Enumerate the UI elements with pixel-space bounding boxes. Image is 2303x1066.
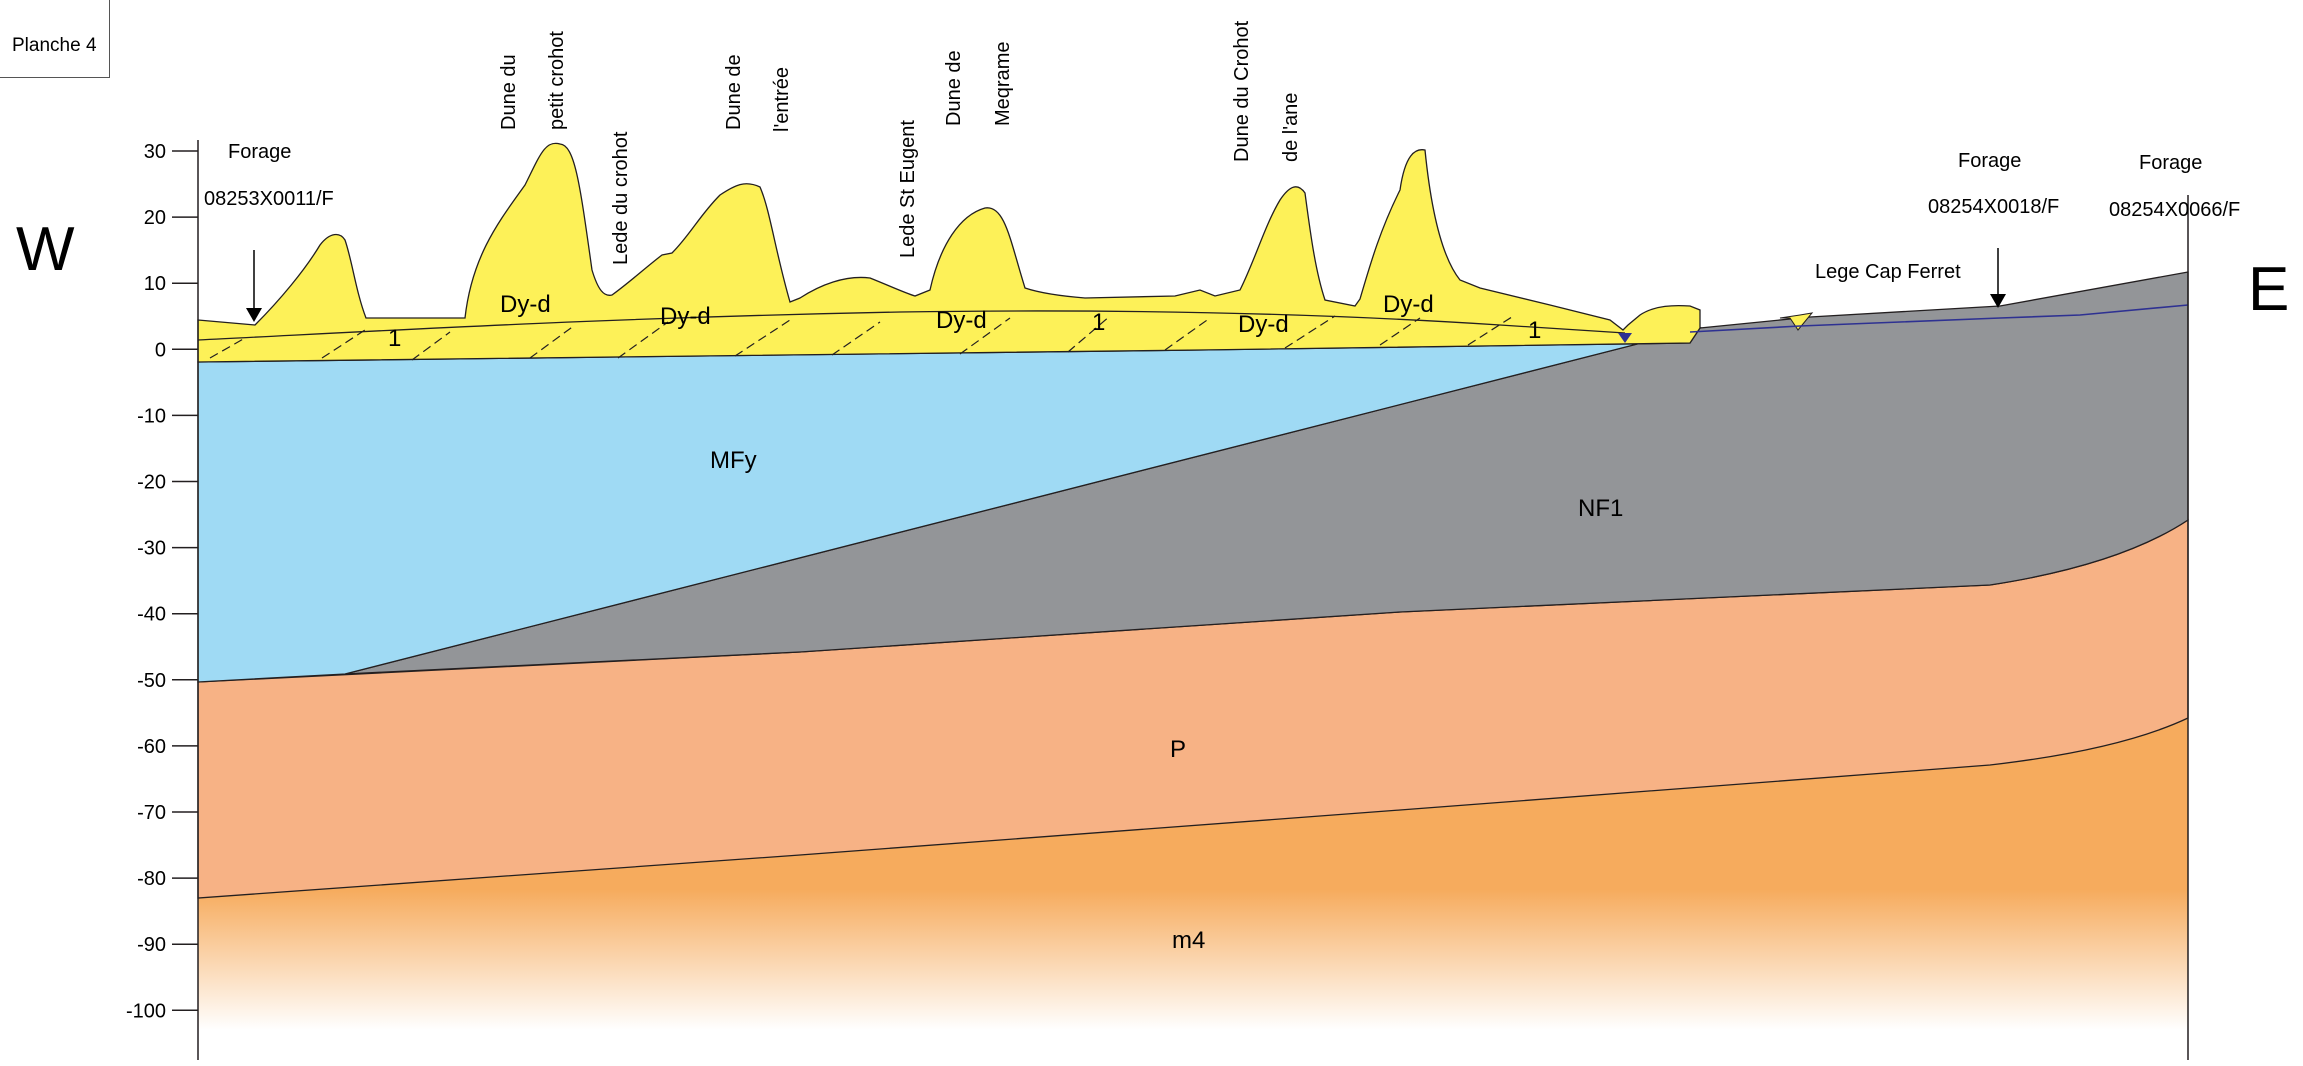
unit-label-nf1: NF1	[1578, 495, 1623, 522]
axis-tick-label: 10	[144, 273, 166, 295]
layer-dune	[197, 142, 1701, 363]
water-table-line	[1689, 304, 2189, 333]
borehole-1-label: Forage	[228, 141, 291, 163]
place-lede-du-crohot: Lede du crohot	[610, 131, 632, 265]
axis-tick-label: -70	[137, 802, 166, 824]
water-table-marker	[1618, 333, 1632, 343]
elevation-axis: 30 20 10 0 -10 -20 -30 -40 -50 -60 -70 -80 -90 -100	[126, 141, 198, 1022]
axis-tick-label: -30	[137, 538, 166, 560]
unit-label-dune-3: Dy-d	[936, 307, 987, 334]
unit-label-sub-1: 1	[388, 325, 401, 352]
borehole-1-id: 08253X0011/F	[204, 188, 334, 210]
unit-label-sub-3: 1	[1528, 317, 1541, 344]
layer-m4	[198, 718, 2188, 1030]
unit-label-dune-2: Dy-d	[660, 303, 711, 330]
borehole-3-label: Forage	[2139, 152, 2202, 174]
layer-dune-right	[1779, 312, 1814, 331]
axis-tick-label: 20	[144, 207, 166, 229]
borehole-3-id: 08254X0066/F	[2109, 199, 2240, 221]
axis-tick-label: -50	[137, 670, 166, 692]
sand-unit-boundary	[197, 310, 1626, 341]
plate-label: Planche 4	[12, 35, 97, 56]
axis-tick-label: -90	[137, 934, 166, 956]
borehole-1-arrow-icon	[246, 308, 262, 322]
place-dune-crohot-ane-2: de l'ane	[1280, 93, 1302, 162]
unit-label-dune-5: Dy-d	[1383, 291, 1434, 318]
place-dune-de-entree-2: l'entrée	[771, 67, 793, 132]
borehole-2-id: 08254X0018/F	[1928, 196, 2059, 218]
unit-label-sub-2: 1	[1092, 309, 1105, 336]
axis-tick-label: -20	[137, 472, 166, 494]
axis-tick-label: 0	[155, 339, 166, 361]
axis-tick-label: -80	[137, 868, 166, 890]
east-label: E	[2248, 255, 2289, 324]
hatch-lines	[209, 314, 1516, 361]
place-dune-petit-crohot-1: Dune du	[498, 54, 520, 130]
place-dune-crohot-ane-1: Dune du Crohot	[1231, 20, 1253, 162]
unit-label-dune-4: Dy-d	[1238, 311, 1289, 338]
locality-label: Lege Cap Ferret	[1815, 261, 1961, 283]
borehole-2-label: Forage	[1958, 150, 2021, 172]
place-dune-de-meqrame-2: Meqrame	[992, 42, 1014, 126]
borehole-2-arrow-icon	[1990, 294, 2006, 308]
axis-tick-label: -60	[137, 736, 166, 758]
axis-tick-label: -10	[137, 405, 166, 427]
place-lede-st-eugent: Lede St Eugent	[897, 120, 919, 258]
unit-label-p: P	[1170, 736, 1186, 763]
unit-label-m4: m4	[1172, 927, 1205, 954]
axis-tick-label: -40	[137, 604, 166, 626]
unit-label-mfy: MFy	[710, 447, 757, 474]
place-dune-petit-crohot-2: petit crohot	[546, 31, 568, 130]
place-dune-de-meqrame-1: Dune de	[943, 50, 965, 126]
plate-box: Planche 4	[0, 0, 110, 78]
axis-tick-label: -100	[126, 1000, 166, 1022]
west-label: W	[16, 215, 75, 284]
axis-tick-label: 30	[144, 141, 166, 163]
place-dune-de-entree-1: Dune de	[723, 54, 745, 130]
unit-label-dune-1: Dy-d	[500, 291, 551, 318]
